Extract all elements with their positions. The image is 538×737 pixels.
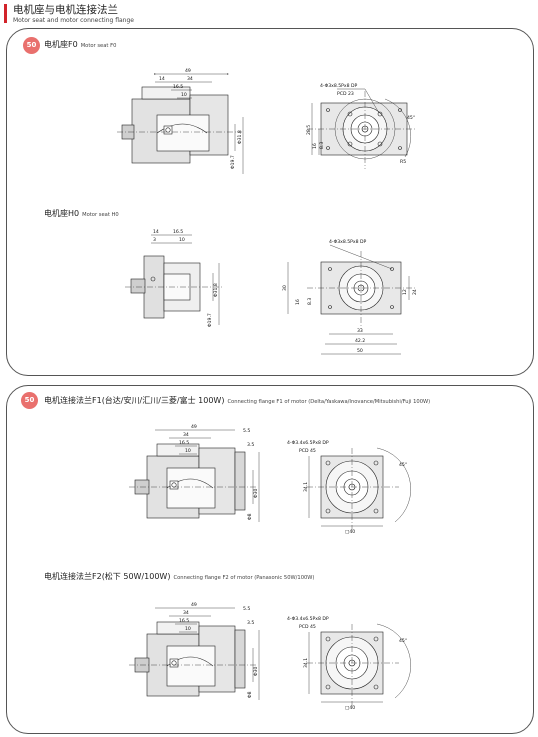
dim-label: 34.1 [303,482,309,492]
technical-drawings: 49 14 34 16.5 10 Φ19.7 Φ31.8 4-Φ3x8.5 [117,68,418,355]
pcd-spec: PCD 45 [299,624,316,630]
dim-label: 34.1 [303,658,309,668]
f1-side-view [129,429,260,522]
dim-label: 5.5 [243,606,250,612]
dim-label: 16.5 [179,618,189,624]
dim-label: 34 [183,432,189,438]
page-title: 电机座与电机连接法兰 [13,4,118,16]
dim-label: 16 [312,143,318,149]
dim-label: □40 [345,529,355,535]
section-title-f1: 电机连接法兰F1(台达/安川/汇川/三菱/富士 100W)Connecting … [44,396,430,407]
dim-label: 49 [185,68,191,74]
dim-label: 49 [191,424,197,430]
dim-label: 3.5 [247,620,254,626]
dim-label: 45° [399,462,407,468]
dim-label: 42.2 [355,338,365,344]
dim-label: Φ8 [247,513,253,520]
f1-front-view [307,447,411,530]
dim-label: Φ30 [253,666,259,676]
dim-label: Φ31.8 [213,283,219,297]
dim-label: 3 [153,237,156,243]
dim-label: 14 [153,229,159,235]
dim-label: Φ19.7 [230,155,236,169]
dim-label: 16.5 [173,84,183,90]
section-title-en: Connecting flange F1 of motor (Delta/Yas… [227,399,431,405]
dim-label: 50 [357,348,363,354]
dim-label: 45° [407,115,415,121]
dim-label: 10 [179,237,185,243]
dim-label: R5 [400,159,406,165]
dim-label: 14 [159,76,165,82]
dim-label: Φ30 [253,488,259,498]
h0-side-view [125,234,222,325]
section-title-en: Connecting flange F2 of motor (Panasonic… [173,575,315,581]
section-title-f2: 电机连接法兰F2(松下 50W/100W)Connecting flange F… [44,572,314,583]
dim-label: 10 [181,92,187,98]
dim-label: 34 [183,610,189,616]
dim-label: 16.5 [173,229,183,235]
pcd-spec: PCD 23 [337,91,354,97]
page-header: 电机座与电机连接法兰 Motor seat and motor connecti… [4,3,534,25]
dim-label: 49 [191,602,197,608]
page-subtitle: Motor seat and motor connecting flange [13,17,134,24]
dim-label: 28.5 [306,125,312,135]
dim-label: 16 [295,299,301,305]
section-title-en: Motor seat H0 [82,212,119,218]
dim-label: 5.5 [243,428,250,434]
dim-label: 12 [402,289,408,295]
panel-connecting-flange: 50 电机连接法兰F1(台达/安川/汇川/三菱/富士 100W)Connecti… [6,385,534,734]
h0-front-view [287,244,417,355]
section-title-cn: 电机连接法兰F1(台达/安川/汇川/三菱/富士 100W) [44,396,225,405]
dim-label: 34 [187,76,193,82]
hole-spec: 4-Φ3.4x6.5Px8 DP [287,616,329,622]
dim-label: 10 [185,626,191,632]
panel-badge: 50 [21,392,38,409]
technical-drawings: 49 34 16.5 10 5.5 3.5 Φ30 Φ8 4-Φ3.4x6.5P… [129,424,411,711]
dim-label: Φ8 [247,691,253,698]
hole-spec: 4-Φ3x8.5Px8 DP [320,83,358,89]
section-title-cn: 电机座H0 [44,209,80,218]
dim-label: 8.3 [319,142,325,149]
section-title-cn: 电机座F0 [44,40,78,49]
dim-label: 10 [185,448,191,454]
dim-label: Φ19.7 [207,313,213,327]
dim-label: 8.3 [307,298,313,305]
dim-label: 24 [412,289,418,295]
section-title-en: Motor seat F0 [80,43,117,49]
f0-front-view [307,88,417,169]
dim-label: 45° [399,638,407,644]
dim-label: 16.5 [179,440,189,446]
hole-spec: 4-Φ3.4x6.5Px8 DP [287,440,329,446]
f0-side-view [117,73,244,174]
panel-badge: 50 [23,37,40,54]
dim-label: 30 [282,285,288,291]
dim-label: 33 [357,328,363,334]
dim-label: Φ31.8 [237,130,243,144]
hole-spec: 4-Φ3x8.5Px8 DP [329,239,367,245]
accent-bar [4,4,7,23]
pcd-spec: PCD 45 [299,448,316,454]
section-title-cn: 电机连接法兰F2(松下 50W/100W) [44,572,171,581]
dim-label: 3.5 [247,442,254,448]
f2-front-view [307,623,411,706]
f2-side-view [129,607,260,700]
dim-label: □40 [345,705,355,711]
